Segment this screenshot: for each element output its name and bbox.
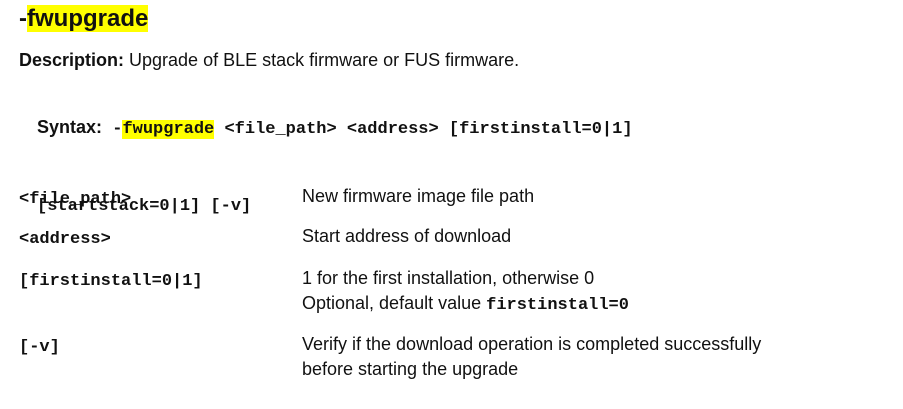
param-name: [firstinstall=0|1]	[19, 272, 203, 291]
description-label: Description:	[19, 50, 125, 70]
param-name: <file_path>	[19, 190, 132, 209]
param-desc-line: before starting the upgrade	[302, 359, 519, 379]
param-row-address: <address> Start address of download	[19, 224, 899, 266]
param-description: Start address of download	[302, 224, 511, 249]
parameter-table: <file_path> New firmware image file path…	[19, 184, 899, 386]
param-name: <address>	[19, 230, 111, 249]
param-optional-code: firstinstall=0	[486, 296, 629, 315]
syntax-block: Syntax: -fwupgrade <file_path> <address>…	[19, 90, 879, 244]
param-desc-line: New firmware image file path	[302, 186, 535, 206]
description-text: Upgrade of BLE stack firmware or FUS fir…	[124, 50, 520, 70]
title-command-highlight: fwupgrade	[27, 5, 149, 32]
param-name: [-v]	[19, 338, 60, 357]
param-desc-optional: Optional, default value firstinstall=0	[302, 291, 629, 318]
param-description: 1 for the first installation, otherwise …	[302, 266, 629, 318]
syntax-line-1: Syntax: -fwupgrade <file_path> <address>…	[19, 90, 879, 167]
syntax-command-highlight: fwupgrade	[122, 120, 215, 139]
param-row-firstinstall: [firstinstall=0|1] 1 for the first insta…	[19, 266, 899, 332]
syntax-line-2: [startstack=0|1] [-v]	[19, 167, 879, 244]
syntax-args-1: <file_path> <address> [firstinstall=0|1]	[214, 120, 633, 139]
param-desc-line: Verify if the download operation is comp…	[302, 334, 762, 354]
param-description: Verify if the download operation is comp…	[302, 332, 761, 382]
page-title: -fwupgrade	[19, 4, 149, 34]
title-prefix: -	[19, 5, 27, 32]
syntax-label: Syntax:	[37, 117, 103, 137]
description: Description: Upgrade of BLE stack firmwa…	[19, 48, 519, 72]
param-row-verify: [-v] Verify if the download operation is…	[19, 332, 899, 386]
param-optional-text: Optional, default value	[302, 293, 487, 313]
syntax-args-2: [startstack=0|1] [-v]	[37, 197, 252, 216]
param-desc-line: 1 for the first installation, otherwise …	[302, 268, 595, 288]
param-row-file-path: <file_path> New firmware image file path	[19, 184, 899, 224]
param-description: New firmware image file path	[302, 184, 534, 209]
syntax-prefix: -	[102, 120, 123, 139]
param-desc-line: Start address of download	[302, 226, 512, 246]
